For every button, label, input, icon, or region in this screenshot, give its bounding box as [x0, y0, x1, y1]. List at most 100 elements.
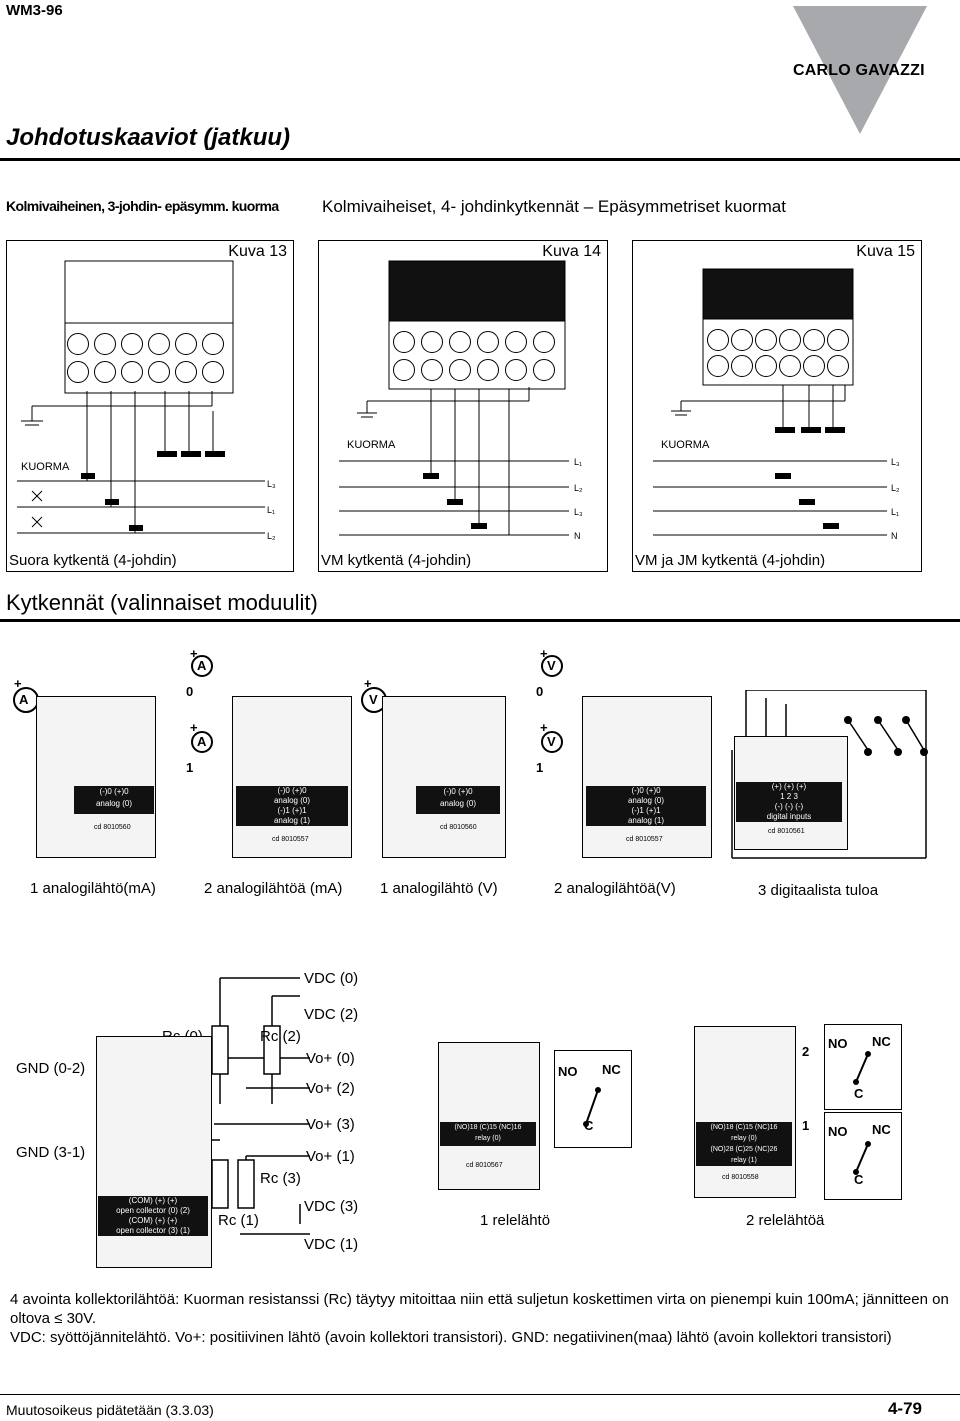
module-label-strip: (COM) (+) (+) open collector (0) (2) (CO… — [98, 1196, 208, 1236]
output-number: 1 — [536, 760, 544, 775]
polarity-plus: + — [540, 646, 548, 661]
module-label-strip: (-)0 (+)0 analog (0) — [74, 786, 154, 814]
load-label: KUORMA — [21, 461, 70, 473]
terminal-screw — [827, 329, 849, 351]
label-line: (-)0 (+)0 — [631, 786, 661, 795]
terminal-screw — [779, 355, 801, 377]
label-line: open collector (0) (2) — [116, 1206, 190, 1215]
c-label: C — [584, 1118, 594, 1133]
terminal-screw — [393, 359, 415, 381]
terminal-screw — [449, 331, 471, 353]
nc-label: NC — [602, 1062, 621, 1077]
terminal-screw — [148, 333, 170, 355]
terminal-screw — [533, 359, 555, 381]
brand-logo-triangle — [793, 6, 927, 134]
module-code: cd 8010560 — [94, 824, 131, 831]
terminal-screw — [827, 355, 849, 377]
subheading-4-wire: Kolmivaiheiset, 4- johdinkytkennät – Epä… — [322, 197, 786, 216]
document-id: WM3-96 — [6, 2, 63, 19]
output-number: 1 — [186, 760, 194, 775]
ammeter-symbol: A — [19, 692, 29, 707]
line-label: L₃ — [267, 479, 276, 489]
vdc0-label: VDC (0) — [304, 970, 359, 987]
relay-module-2: (NO)18 (C)15 (NC)16 relay (0) (NO)28 (C)… — [692, 1022, 950, 1200]
relay-contact-box — [554, 1050, 632, 1148]
terminal-screw — [533, 331, 555, 353]
label-line: analog (0) — [273, 796, 311, 805]
relay-contact-icon — [853, 1141, 871, 1175]
relay-caption: 2 relelähtöä — [746, 1212, 825, 1229]
no-label: NO — [828, 1124, 848, 1139]
label-line: (-)0 (+)0 — [99, 787, 129, 796]
module-label-strip: (-)0 (+)0 analog (0) (-)1 (+)1 analog (1… — [586, 786, 706, 826]
label-line: analog (0) — [627, 796, 665, 805]
load-label: KUORMA — [347, 439, 396, 451]
module-label-strip: (NO)18 (C)15 (NC)16 relay (0) (NO)28 (C)… — [696, 1122, 792, 1166]
no-label: NO — [558, 1064, 578, 1079]
terminal-screw — [94, 361, 116, 383]
terminal-screw — [393, 331, 415, 353]
load-label: KUORMA — [661, 439, 710, 451]
terminal-screw — [803, 329, 825, 351]
line-label: L₃ — [891, 457, 900, 467]
terminal-screw — [175, 361, 197, 383]
module-code: cd 8010558 — [722, 1174, 759, 1181]
terminal-screw — [121, 333, 143, 355]
label-line: (NO)18 (C)15 (NC)16 — [710, 1124, 778, 1131]
terminal-screw — [477, 331, 499, 353]
module-code: cd 8010557 — [626, 836, 663, 843]
module-analog-ma-1: + A 2 (-)0 (+)0 analog (0) cd 8010560 — [8, 676, 158, 858]
module-code: cd 8010557 — [272, 836, 309, 843]
label-line: analog (0) — [95, 799, 133, 808]
terminal-screw — [755, 329, 777, 351]
polarity-plus: + — [190, 646, 198, 661]
wiring-diagram — [653, 268, 887, 536]
nc-label: NC — [872, 1034, 891, 1049]
output-number: 0 — [536, 684, 544, 699]
module-caption: 1 analogilähtö (V) — [380, 880, 498, 897]
module-label-strip: (-)0 (+)0 analog (0) (-)1 (+)1 analog (1… — [236, 786, 348, 826]
note-line-2: VDC: syöttöjännitelähtö. Vo+: positiivin… — [10, 1329, 892, 1346]
vdc3-label: VDC (3) — [304, 1198, 359, 1215]
voltmeter-symbol: V — [547, 734, 556, 749]
label-line: relay (0) — [731, 1135, 757, 1142]
voltmeter-icon — [541, 655, 563, 677]
module-label-strip: (+) (+) (+) 1 2 3 (-) (-) (-) digital in… — [736, 782, 842, 822]
terminal-screw — [421, 331, 443, 353]
label-line: (COM) (+) (+) — [128, 1196, 178, 1205]
terminal-screw — [175, 333, 197, 355]
vo2-label: Vo+ (2) — [306, 1080, 355, 1097]
vdc1-label: VDC (1) — [304, 1236, 359, 1253]
brand-name: CARLO GAVAZZI — [793, 62, 925, 79]
label-line: analog (0) — [439, 799, 477, 808]
label-line: 1 2 3 — [780, 792, 798, 801]
panel-caption: Suora kytkentä (4-johdin) — [9, 552, 177, 569]
line-label: L₁ — [267, 505, 276, 515]
wiring-panel-14: Kuva 14 VM kytkentä (4-johdin) KUORMA L₁… — [318, 240, 608, 572]
vo1-label: Vo+ (1) — [306, 1148, 355, 1165]
module-analog-v-2: + V 0 + V 1 (-)0 (+)0 analog (0) (-)1 (+… — [530, 646, 720, 858]
module-label-strip: (NO)18 (C)15 (NC)16 relay (0) — [440, 1122, 536, 1146]
relay-number-1: 1 — [802, 1118, 810, 1133]
terminal-screw — [67, 333, 89, 355]
gnd31-label: GND (3-1) — [16, 1144, 86, 1161]
wiring-diagram — [17, 260, 265, 534]
terminal-screw — [731, 329, 753, 351]
label-line: relay (0) — [475, 1135, 501, 1142]
terminal-screw — [755, 355, 777, 377]
relay-number-2: 2 — [802, 1044, 810, 1059]
modules-heading: Kytkennät (valinnaiset moduulit) — [6, 590, 318, 615]
terminal-screw — [94, 333, 116, 355]
module-body — [438, 1042, 540, 1190]
wiring-panel-13: Kuva 13 Suora kytkentä (4-johdin) KUORMA… — [6, 240, 294, 572]
label-line: (NO)18 (C)15 (NC)16 — [454, 1124, 522, 1131]
line-label: N — [574, 531, 581, 541]
wiring-panel-15: Kuva 15 VM ja JM kytkentä (4-johdin) KUO… — [632, 240, 922, 572]
terminal-screw — [505, 331, 527, 353]
label-line: open collector (3) (1) — [116, 1226, 190, 1235]
output-number: 0 — [186, 684, 194, 699]
gnd02-label: GND (0-2) — [16, 1060, 86, 1077]
copyright: Muutosoikeus pidätetään (3.3.03) — [6, 1402, 214, 1418]
ammeter-symbol: A — [197, 658, 207, 673]
module-code: cd 8010560 — [440, 824, 477, 831]
